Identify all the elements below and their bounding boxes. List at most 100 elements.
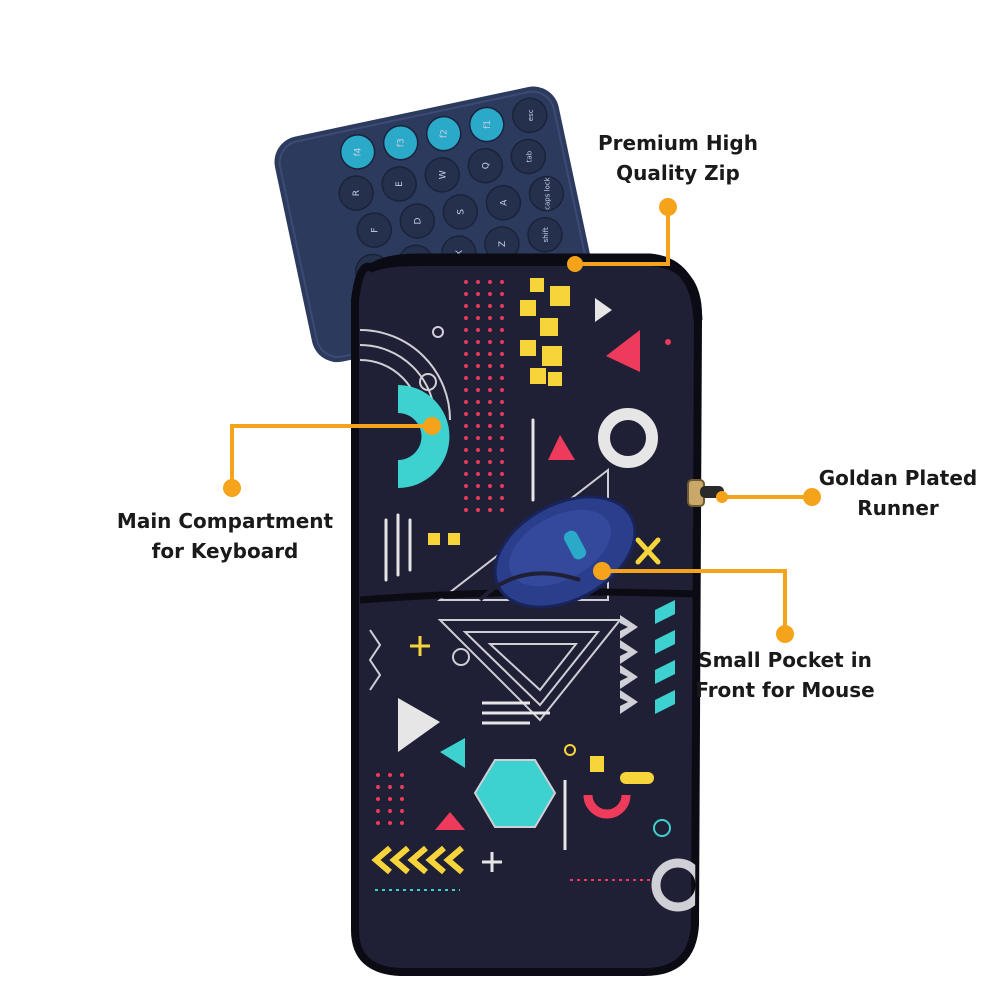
white-chevrons — [620, 615, 638, 714]
pattern-dot — [476, 400, 480, 404]
pattern-dot — [388, 797, 392, 801]
pattern-dot — [488, 304, 492, 308]
pattern-dot — [488, 448, 492, 452]
pattern-dot — [400, 797, 404, 801]
pattern-dot — [464, 460, 468, 464]
pattern-dot — [464, 328, 468, 332]
callout-pocket-line1: Small Pocket in — [698, 648, 872, 672]
pattern-dot — [464, 412, 468, 416]
pattern-dot — [476, 508, 480, 512]
keyboard-key — [399, 203, 436, 239]
keyboard-key — [338, 175, 374, 211]
pattern-dot — [500, 352, 504, 356]
keyboard-key-label: F — [370, 228, 380, 233]
keyboard-key-label: E — [395, 181, 405, 187]
keyboard-key — [527, 217, 563, 253]
keyboard-key-label: X — [455, 250, 465, 256]
keyboard-key — [512, 97, 548, 134]
pattern-dot — [476, 364, 480, 368]
keyboard-key — [382, 125, 419, 161]
pattern-dot — [500, 328, 504, 332]
pattern-dot — [388, 773, 392, 777]
pattern-dot — [488, 484, 492, 488]
pattern-dot — [500, 508, 504, 512]
keyboard-key — [467, 147, 504, 184]
pattern-dot — [464, 496, 468, 500]
pattern-dot — [500, 376, 504, 380]
keyboard-key-label: f3 — [397, 138, 407, 147]
keyboard-key — [442, 194, 479, 230]
pattern-dot — [376, 785, 380, 789]
keyboard-key — [425, 115, 462, 152]
pattern-dot — [464, 352, 468, 356]
pattern-dot — [488, 508, 492, 512]
pattern-dot — [488, 340, 492, 344]
pattern-dot — [400, 821, 404, 825]
callout-zip-line1: Premium High — [598, 131, 758, 155]
pattern-dot — [500, 496, 504, 500]
pattern-dot — [388, 785, 392, 789]
keyboard-key-label: W — [438, 170, 448, 179]
callout-main-compartment: Main Compartment for Keyboard — [100, 506, 350, 566]
callout-main-line2: for Keyboard — [151, 539, 299, 563]
pattern-dot — [488, 472, 492, 476]
pattern-dot — [464, 364, 468, 368]
pattern-dot — [476, 436, 480, 440]
pattern-dot — [464, 340, 468, 344]
keyboard-key-label: shift — [542, 227, 550, 242]
pattern-dot — [476, 460, 480, 464]
pattern-dot — [476, 484, 480, 488]
pattern-dot — [488, 292, 492, 296]
pattern-dot — [464, 304, 468, 308]
keyboard-key-label: f4 — [354, 147, 364, 156]
pattern-dot — [376, 797, 380, 801]
pattern-dot — [476, 328, 480, 332]
pattern-dot — [500, 460, 504, 464]
pattern-dot — [500, 304, 504, 308]
pattern-dot — [476, 352, 480, 356]
callout-zip: Premium High Quality Zip — [578, 128, 778, 188]
pattern-dot — [500, 412, 504, 416]
callout-main-line1: Main Compartment — [116, 509, 334, 533]
pattern-dot — [500, 364, 504, 368]
keyboard-key — [356, 212, 393, 248]
pattern-dot — [464, 316, 468, 320]
callout-lines — [230, 207, 812, 634]
pattern-dot — [464, 292, 468, 296]
pattern-dot — [388, 809, 392, 813]
pattern-dot — [488, 436, 492, 440]
pattern-dot — [500, 292, 504, 296]
keyboard-key-label: esc — [527, 109, 535, 121]
callout-zip-line2: Quality Zip — [616, 161, 740, 185]
pattern-dot — [500, 280, 504, 284]
pattern-dot — [500, 388, 504, 392]
pattern-dot — [476, 292, 480, 296]
pattern-dot — [500, 424, 504, 428]
pattern-dot — [476, 316, 480, 320]
pattern-dot — [488, 328, 492, 332]
cyan-half-ring — [398, 385, 450, 488]
pattern-dot — [476, 280, 480, 284]
pattern-dot — [488, 460, 492, 464]
pattern-dot — [500, 448, 504, 452]
callout-runner: Goldan Plated Runner — [798, 463, 998, 523]
pattern-dot — [500, 484, 504, 488]
pattern-dot — [376, 821, 380, 825]
callout-runner-line1: Goldan Plated — [818, 466, 978, 490]
pattern-dot — [476, 472, 480, 476]
keyboard-key — [339, 134, 376, 170]
pattern-dot — [476, 340, 480, 344]
pattern-dot — [488, 376, 492, 380]
pattern-dot — [400, 809, 404, 813]
keyboard-key-label: tab — [525, 150, 533, 162]
pattern-dot — [464, 400, 468, 404]
pattern-dot — [400, 773, 404, 777]
pouch-zipper — [369, 253, 703, 321]
pattern-dot — [476, 496, 480, 500]
callout-pocket: Small Pocket in Front for Mouse — [680, 645, 890, 705]
cyan-hexagon — [473, 759, 557, 828]
pattern-dot — [488, 424, 492, 428]
pattern-dot — [476, 388, 480, 392]
keyboard-key — [528, 175, 565, 212]
pattern-dot — [500, 316, 504, 320]
